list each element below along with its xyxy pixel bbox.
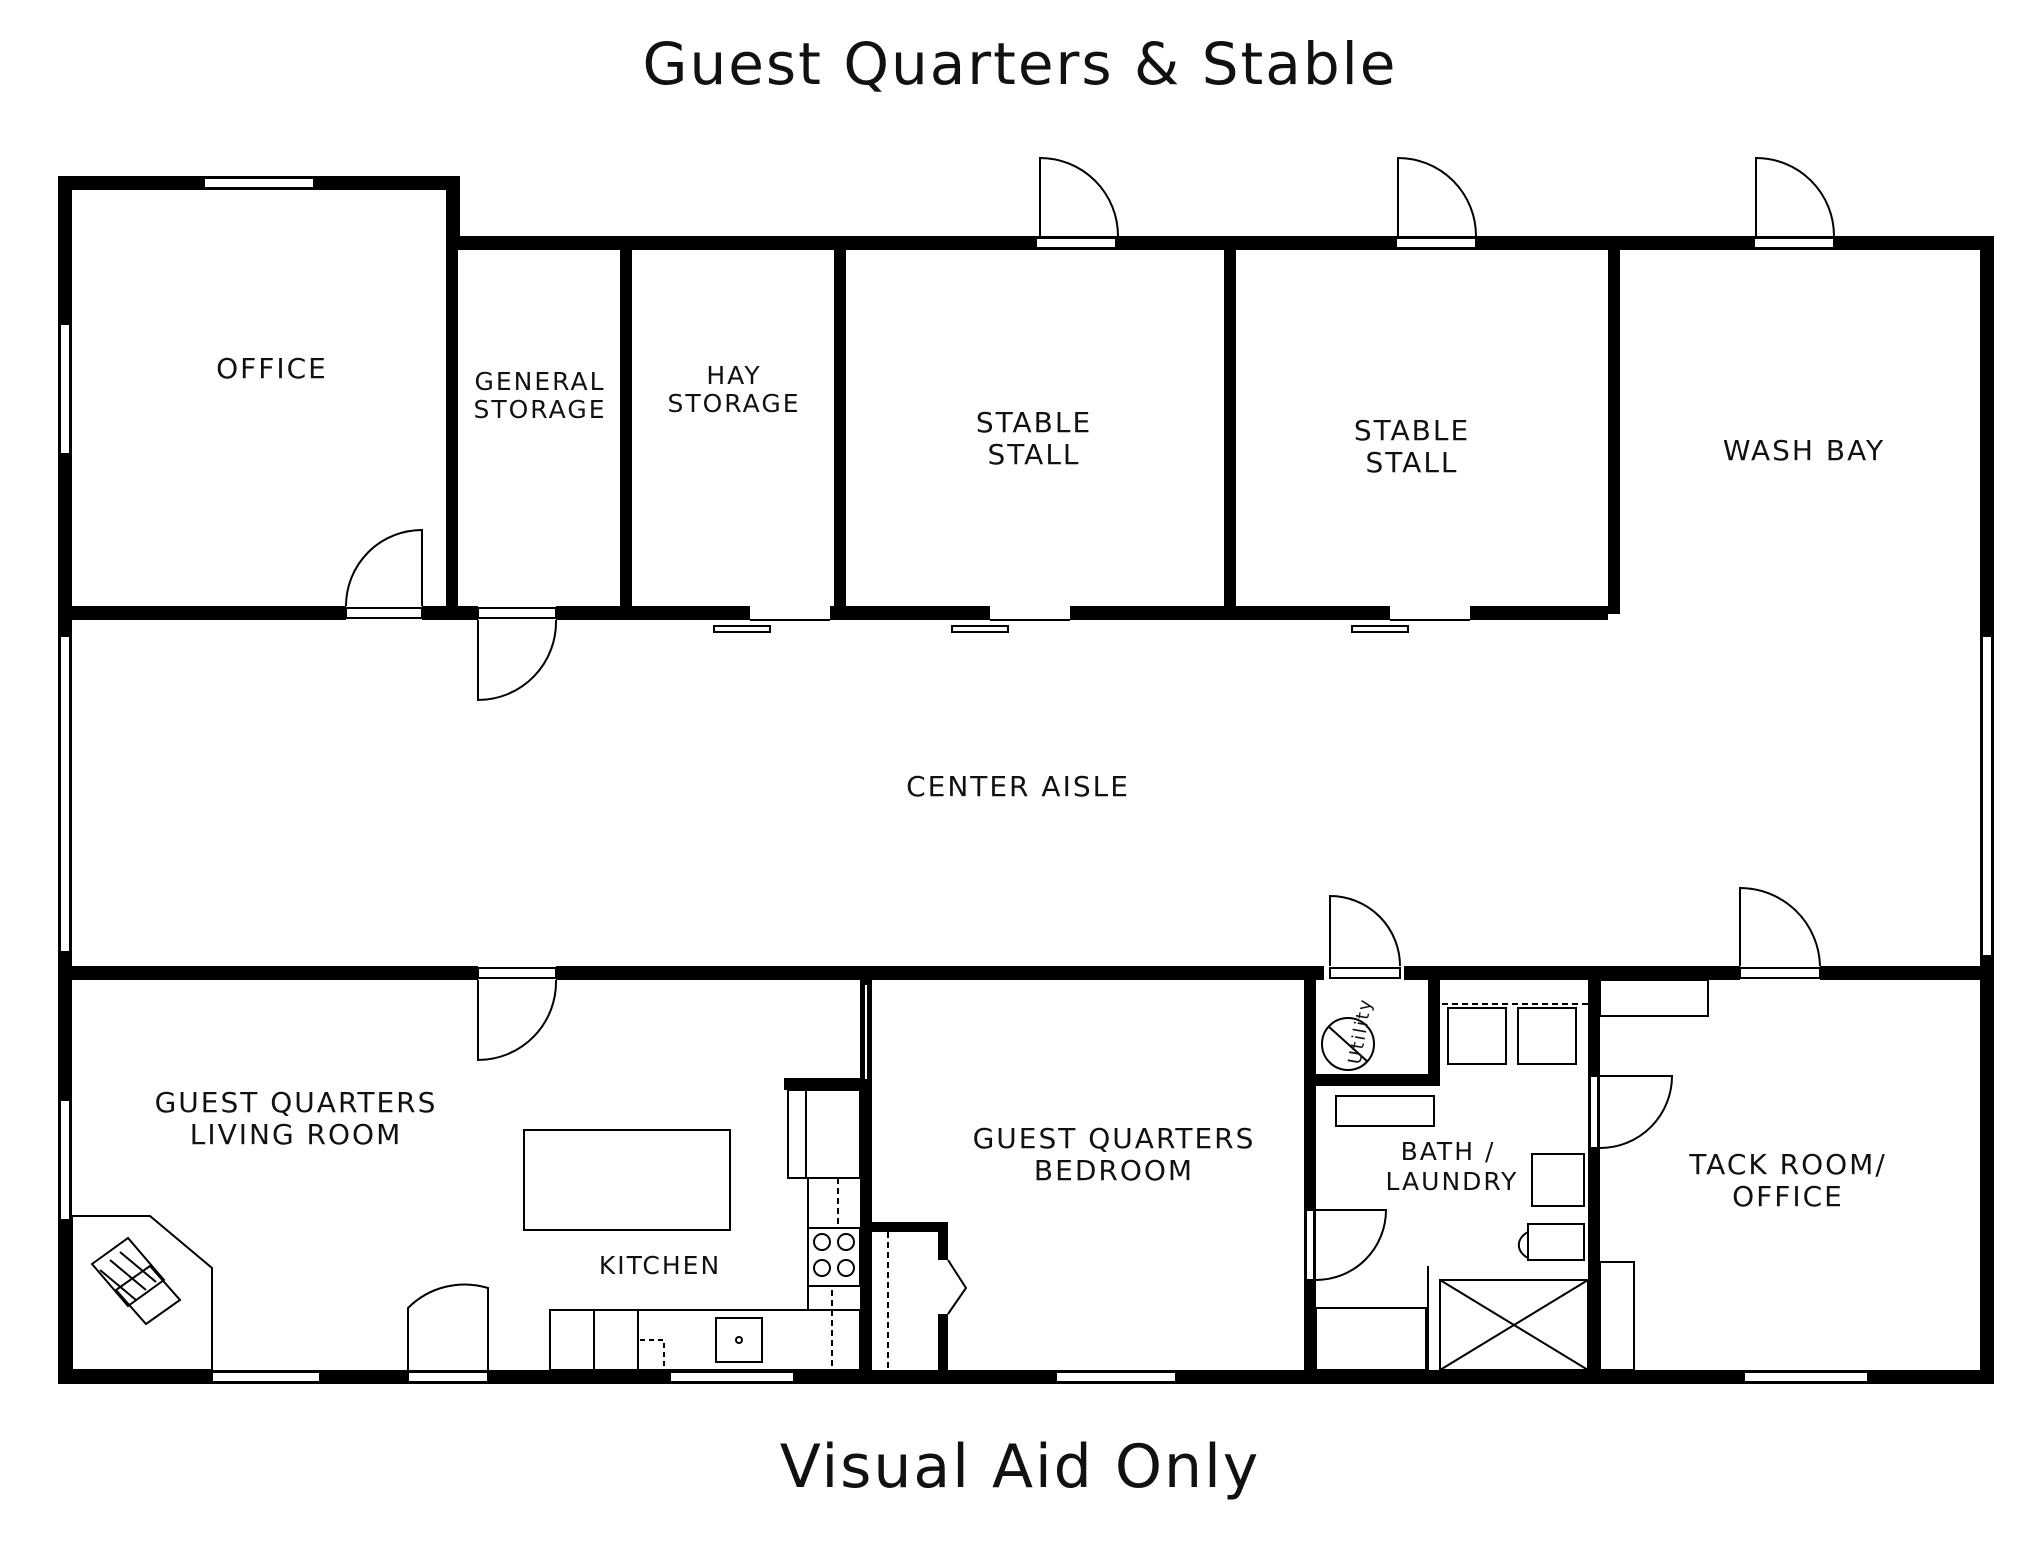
shower — [1439, 1279, 1589, 1371]
window — [1753, 237, 1835, 249]
stall-door — [1397, 156, 1477, 237]
fixtures — [71, 979, 1709, 1371]
window — [1055, 1371, 1177, 1383]
window — [211, 1371, 321, 1383]
sliding-door — [713, 625, 771, 633]
outer-walls — [58, 176, 1994, 1384]
office-door — [345, 528, 423, 607]
window — [1981, 635, 1993, 957]
label-living-room: LIVING ROOM — [190, 1118, 403, 1151]
cabinet — [1315, 1307, 1427, 1371]
sink — [715, 1317, 763, 1363]
doors — [345, 156, 1835, 1383]
tack-room-door — [1739, 886, 1821, 967]
label-kitchen: KITCHEN — [599, 1251, 721, 1280]
washer — [1447, 1007, 1507, 1065]
label-stable-stall: STALL — [987, 438, 1080, 471]
label-bath-laundry: LAUNDRY — [1386, 1167, 1519, 1196]
tack-interior-door — [1599, 1075, 1674, 1149]
label-tack-room: TACK ROOM/ — [1688, 1148, 1887, 1181]
label-stable-stall: STALL — [1365, 446, 1458, 479]
window — [669, 1371, 795, 1383]
fireplace — [71, 1215, 213, 1371]
toilet — [1527, 1223, 1585, 1261]
vanity — [1335, 1095, 1435, 1127]
window — [203, 177, 315, 189]
label-general-storage: GENERAL — [474, 367, 605, 396]
water-heater — [1321, 1017, 1375, 1071]
label-bedroom: BEDROOM — [1034, 1154, 1194, 1187]
label-hay-storage: STORAGE — [667, 389, 800, 418]
kitchen-island — [523, 1129, 731, 1231]
label-center-aisle: CENTER AISLE — [906, 770, 1130, 803]
living-room-door — [477, 979, 558, 1062]
window — [863, 983, 869, 1081]
window — [59, 323, 71, 455]
label-wash-bay: WASH BAY — [1723, 434, 1885, 467]
page-title: Guest Quarters & Stable — [642, 30, 1398, 98]
windows — [59, 177, 1993, 1383]
dryer — [1517, 1007, 1577, 1065]
stall-door — [1039, 156, 1119, 237]
label-tack-room: OFFICE — [1732, 1180, 1844, 1213]
sliding-door — [951, 625, 1009, 633]
label-general-storage: STORAGE — [473, 395, 606, 424]
label-stable-stall: STABLE — [1354, 414, 1470, 447]
label-bedroom: GUEST QUARTERS — [973, 1122, 1256, 1155]
window — [1743, 1371, 1869, 1383]
room-labels: OFFICE GENERAL STORAGE HAY STORAGE STABL… — [155, 352, 1887, 1280]
label-bath-laundry: BATH / — [1401, 1137, 1496, 1166]
label-hay-storage: HAY — [706, 361, 761, 390]
label-stable-stall: STABLE — [976, 406, 1092, 439]
sliding-door — [1351, 625, 1409, 633]
label-living-room: GUEST QUARTERS — [155, 1086, 438, 1119]
label-office: OFFICE — [216, 352, 328, 385]
utility-door — [1329, 894, 1401, 967]
window — [1035, 237, 1117, 249]
exterior-door — [407, 1283, 489, 1370]
bath-door — [1315, 1209, 1388, 1281]
footer-note: Visual Aid Only — [779, 1432, 1261, 1502]
window — [1395, 237, 1477, 249]
interior-walls — [58, 236, 1994, 1378]
window — [59, 1099, 71, 1221]
bath-sink — [1531, 1153, 1585, 1207]
window — [59, 635, 71, 953]
wash-bay-door — [1755, 156, 1835, 237]
storage-door — [477, 619, 558, 702]
